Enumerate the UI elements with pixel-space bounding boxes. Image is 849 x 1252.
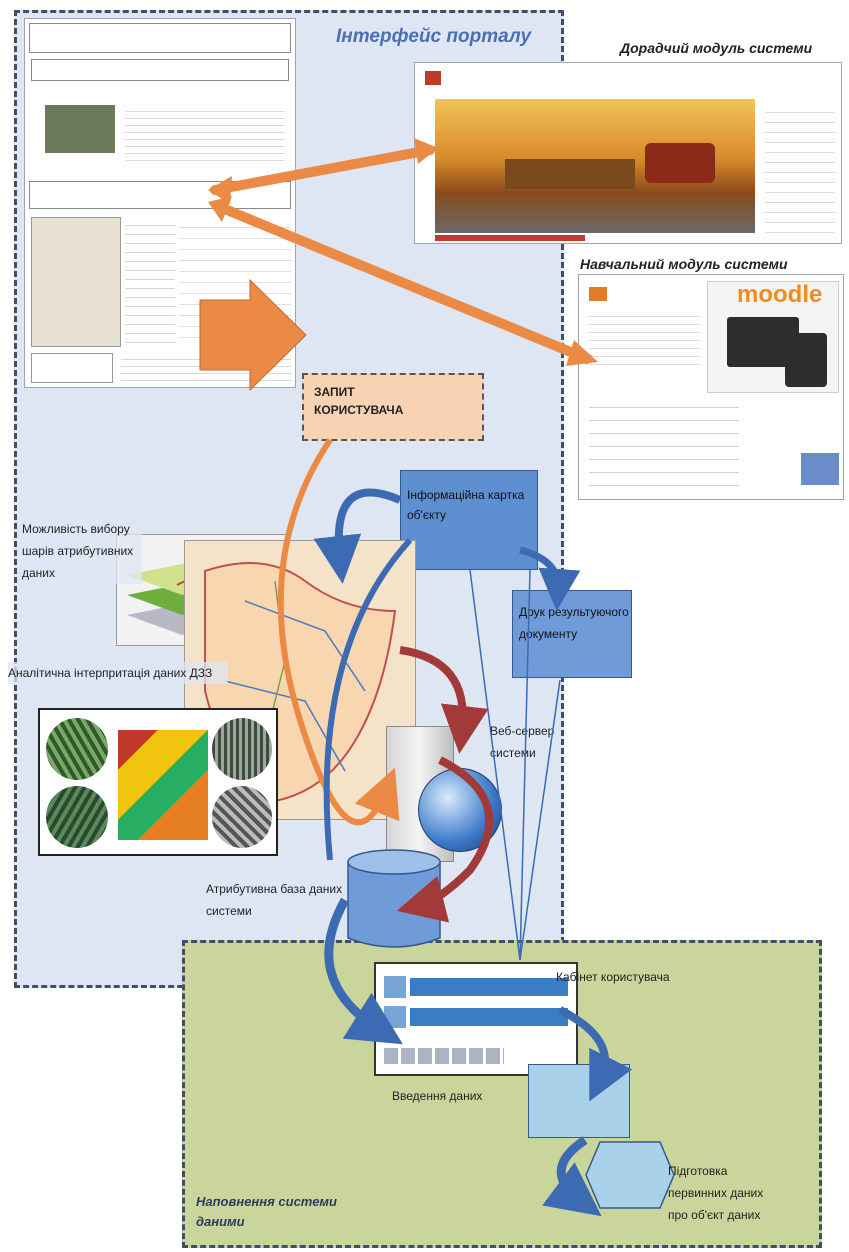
advisory-module-title: Дорадчий модуль системи bbox=[620, 40, 813, 56]
education-module-screenshot: moodle bbox=[578, 274, 844, 500]
info-card-box: Інформаційна картка об'єкту bbox=[400, 470, 538, 570]
info-card-label: Інформаційна картка об'єкту bbox=[407, 488, 525, 522]
user-request-label: ЗАПИТ КОРИСТУВАЧА bbox=[314, 385, 404, 417]
prep-label: Підготовка первинних даних про об'єкт да… bbox=[668, 1164, 764, 1222]
layers-label: Можливість вибору шарів атрибутивних дан… bbox=[22, 518, 142, 584]
web-server-label: Веб-сервер системи bbox=[490, 724, 555, 760]
moodle-logo: moodle bbox=[737, 281, 823, 308]
education-module-title: Навчальний модуль системи bbox=[580, 256, 788, 272]
data-entry-label: Введення даних bbox=[392, 1089, 483, 1103]
user-request-box: ЗАПИТ КОРИСТУВАЧА bbox=[302, 373, 484, 441]
advisory-module-screenshot bbox=[414, 62, 842, 244]
rs-analysis-label: Аналітична інтерпритація даних ДЗЗ bbox=[8, 662, 228, 684]
fill-zone-title: Наповнення системи даними bbox=[196, 1194, 337, 1229]
rs-analysis-image bbox=[38, 708, 278, 856]
user-cabinet-label: Кабінет користувача bbox=[556, 970, 670, 984]
portal-zone-title: Інтерфейс порталу bbox=[336, 26, 532, 47]
attr-db-label: Атрибутивна база даних системи bbox=[206, 882, 343, 918]
